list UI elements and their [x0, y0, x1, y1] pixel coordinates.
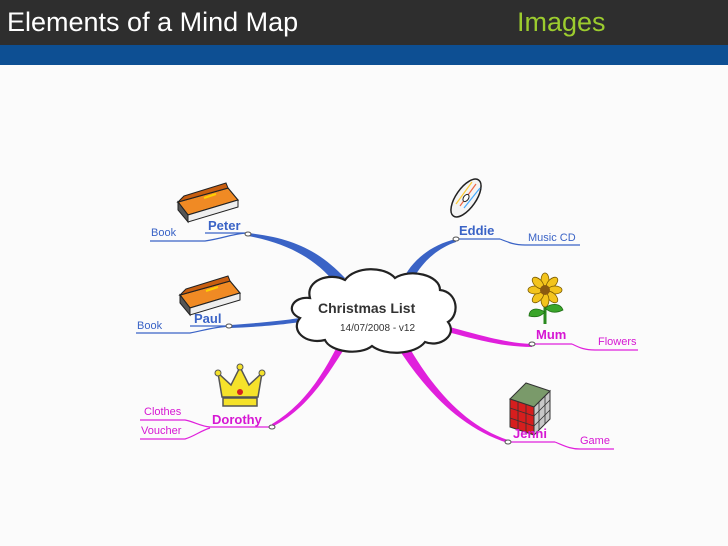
branch-paul-connector	[230, 317, 306, 328]
header-band	[0, 45, 728, 65]
slide-title: Elements of a Mind Map	[7, 7, 299, 37]
branch-mum: Mum	[536, 327, 567, 342]
central-topic-subtitle: 14/07/2008 - v12	[340, 323, 416, 334]
node-dot-jenni	[504, 439, 512, 445]
section-label: Images	[517, 7, 606, 37]
central-cloud	[290, 268, 457, 354]
leaf-eddie-music-cd: Music CD	[528, 232, 576, 244]
cd-icon	[450, 178, 482, 218]
leaf-dorothy-voucher: Voucher	[141, 425, 182, 437]
book-icon	[178, 275, 242, 317]
branch-paul: Paul	[194, 311, 222, 326]
branch-jenni: Jenni	[513, 426, 547, 441]
leaf-dorothy-clothes-line	[140, 419, 211, 428]
branch-peter: Peter	[208, 218, 241, 233]
leaf-dorothy-voucher-line	[140, 427, 211, 440]
branch-peter-connector	[248, 233, 345, 283]
node-dot-mum	[528, 341, 536, 347]
leaf-paul-book: Book	[137, 320, 163, 332]
slide-header: Elements of a Mind Map Images	[0, 0, 728, 45]
node-dot-peter	[244, 231, 252, 237]
leaf-eddie-cd-line	[499, 238, 580, 246]
leaf-mum-flowers-line	[571, 343, 638, 351]
rubiks-cube-icon	[509, 382, 551, 437]
branch-dorothy: Dorothy	[212, 412, 262, 427]
branch-mum-connector	[440, 325, 532, 347]
leaf-mum-flowers: Flowers	[598, 336, 637, 348]
leaf-peter-book: Book	[151, 227, 177, 239]
book-icon	[176, 182, 240, 224]
central-topic-title: Christmas List	[318, 300, 416, 316]
node-dot-dorothy	[268, 424, 276, 430]
leaf-dorothy-clothes: Clothes	[144, 406, 182, 418]
crown-icon	[214, 363, 266, 407]
node-dot-eddie	[452, 236, 460, 242]
branch-dorothy-connector	[272, 333, 352, 427]
branch-eddie: Eddie	[459, 223, 495, 238]
branch-jenni-connector	[396, 340, 508, 443]
flower-icon	[527, 272, 564, 324]
leaf-jenni-game: Game	[580, 435, 610, 447]
node-dot-paul	[225, 323, 233, 329]
leaf-jenni-game-line	[554, 441, 614, 450]
